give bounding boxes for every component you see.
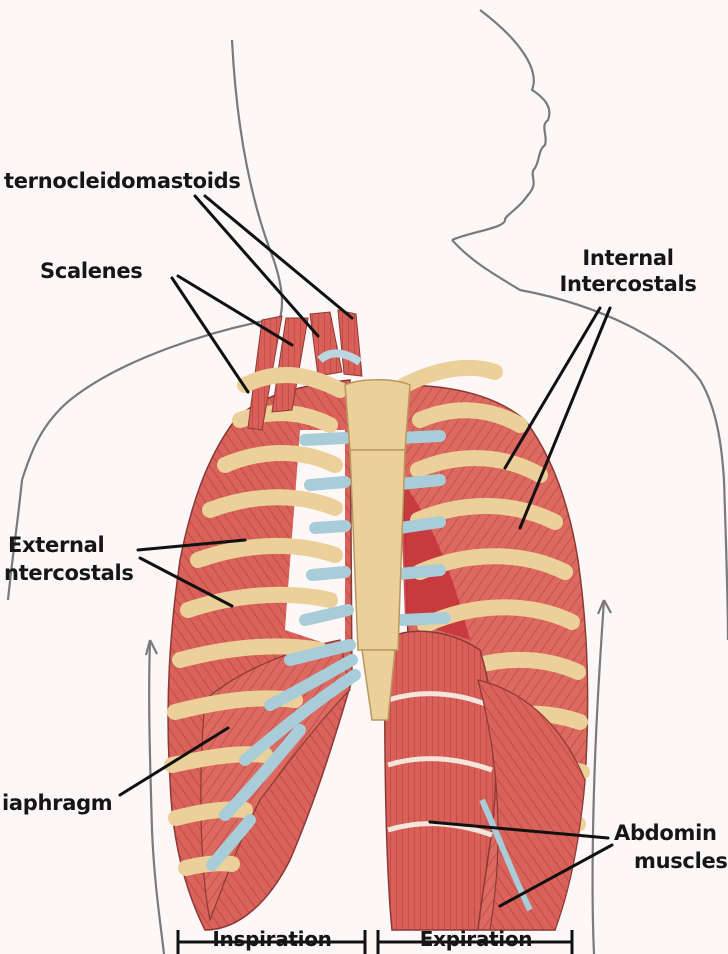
face-profile: [452, 10, 549, 240]
label-expiration: Expiration: [382, 926, 570, 952]
leader-sternocleidomastoid-1: [195, 196, 318, 336]
left-ribcage: [168, 310, 362, 930]
abdominal-muscles: [385, 631, 496, 930]
clavicle-right: [405, 368, 495, 385]
label-scalenes: Scalenes: [40, 258, 142, 284]
label-inspiration: Inspiration: [182, 926, 362, 952]
leader-sternocleidomastoid-2: [205, 196, 352, 318]
arm-outline-right: [724, 480, 728, 640]
label-abdominal-line1: Abdomin: [614, 820, 717, 846]
sternocleidomastoid-right: [338, 310, 362, 376]
label-diaphragm: iaphragm: [2, 790, 112, 816]
label-internal-intercostals-line1: Internal: [558, 245, 698, 271]
label-sternocleidomastoids: ternocleidomastoids: [4, 168, 241, 194]
waist-outline-right: [593, 600, 605, 954]
sternum-body: [350, 450, 405, 650]
leader-internal-1: [505, 308, 600, 468]
label-internal-intercostals-line2: Intercostals: [558, 271, 698, 297]
sternocleidomastoid-left: [310, 312, 342, 376]
label-abdominal-line2: muscles: [634, 848, 728, 874]
neck-outline-right: [452, 240, 520, 290]
right-ribcage: [385, 368, 588, 930]
waist-outline-left: [149, 640, 164, 954]
label-external-intercostals-line2: ntercostals: [4, 560, 134, 586]
label-external-intercostals-line1: External: [8, 532, 104, 558]
manubrium: [345, 380, 410, 450]
